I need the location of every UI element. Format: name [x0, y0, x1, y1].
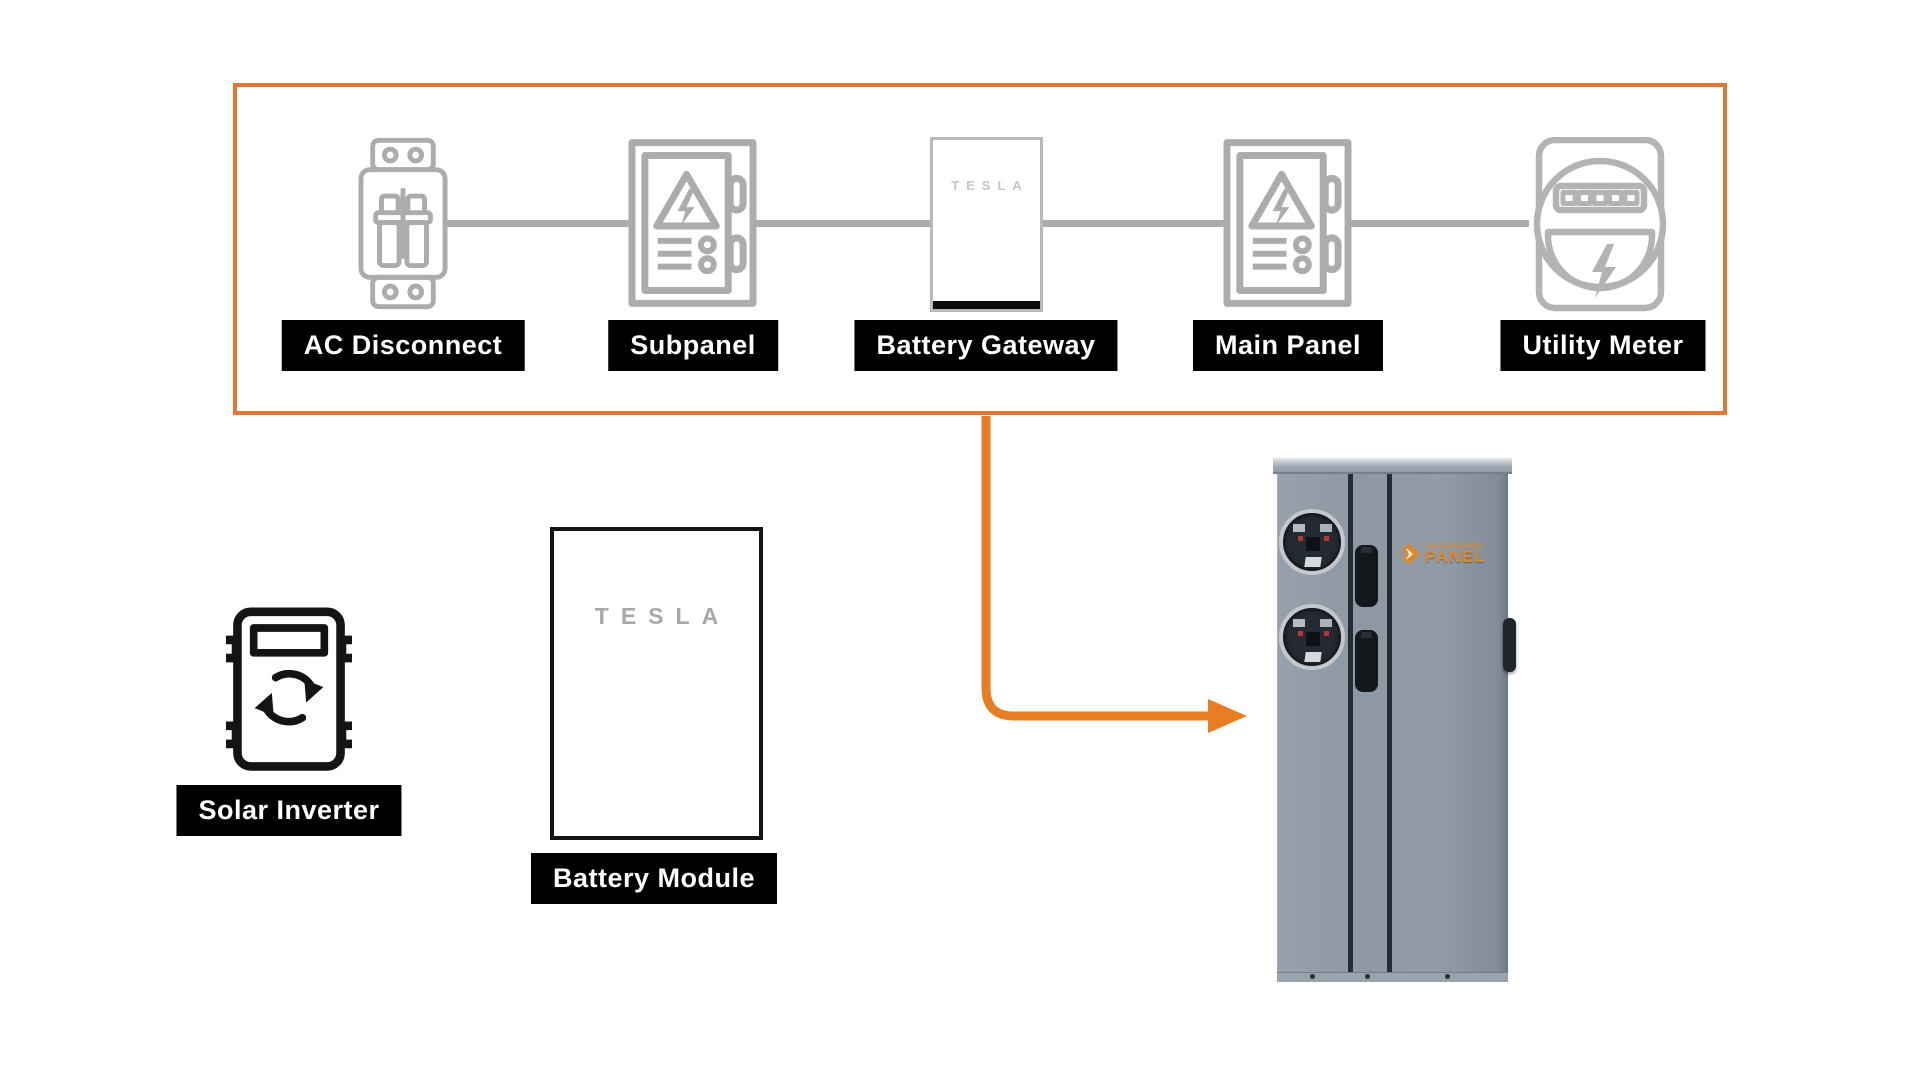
- connector-segment: [447, 220, 629, 227]
- node-label-battery-gateway: Battery Gateway: [854, 320, 1118, 371]
- tesla-wordmark: TESLA: [594, 603, 731, 629]
- panel-side-handle: [1503, 618, 1516, 672]
- meter-socket: [1279, 604, 1345, 670]
- panel-top-cap: [1273, 458, 1512, 474]
- connector-segment: [1351, 220, 1529, 227]
- utility-meter-icon: [1533, 137, 1667, 312]
- panel-seam: [1348, 474, 1353, 982]
- panel-logo-tagline: [1425, 542, 1483, 548]
- connector-segment: [1042, 220, 1225, 227]
- connector-segment: [756, 220, 932, 227]
- tesla-wordmark: TESLA: [951, 178, 1029, 193]
- panel-screw: [1365, 974, 1370, 979]
- gateway-base-bar: [933, 301, 1040, 309]
- solar-inverter-icon: [226, 607, 352, 771]
- node-label-subpanel: Subpanel: [608, 320, 778, 371]
- panel-seam: [1387, 474, 1392, 982]
- panel-logo-text: PANEL: [1425, 548, 1486, 566]
- node-label-ac-disconnect: AC Disconnect: [281, 320, 525, 371]
- battery-gateway-unit: TESLA: [930, 137, 1043, 312]
- main-panel-icon: [1223, 139, 1352, 307]
- panel-brand-logo: PANEL: [1397, 542, 1486, 566]
- solar-inverter-label: Solar Inverter: [176, 785, 402, 836]
- smart-meter-panel-cabinet: PANEL: [1273, 458, 1517, 982]
- subpanel-icon: [628, 139, 757, 307]
- panel-latch: [1355, 545, 1378, 607]
- panel-logo-diamond-icon: [1398, 543, 1420, 565]
- meter-socket: [1279, 509, 1345, 575]
- panel-latch: [1355, 630, 1378, 692]
- ac-disconnect-icon: [358, 137, 448, 310]
- panel-bottom-strip: [1277, 972, 1508, 982]
- node-label-utility-meter: Utility Meter: [1500, 320, 1706, 371]
- panel-screw: [1445, 974, 1450, 979]
- panel-screw: [1310, 974, 1315, 979]
- battery-module-label: Battery Module: [530, 853, 778, 904]
- node-label-main-panel: Main Panel: [1192, 320, 1384, 371]
- battery-module-unit: TESLA: [550, 527, 763, 840]
